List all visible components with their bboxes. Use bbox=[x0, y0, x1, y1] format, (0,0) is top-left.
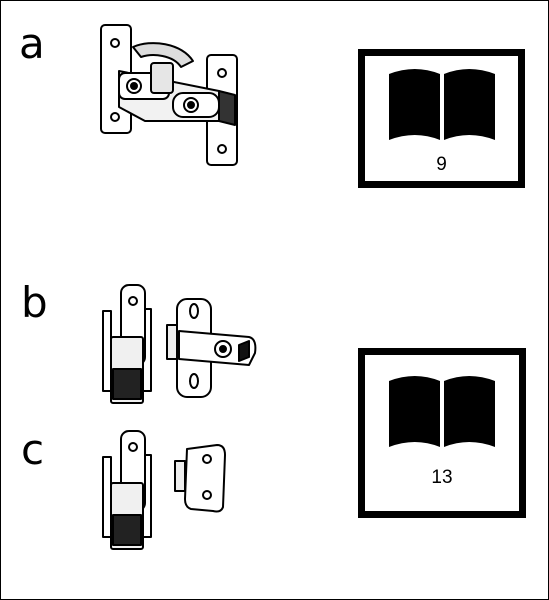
label-c: c bbox=[21, 425, 45, 474]
concealed-hinge-illustration bbox=[100, 24, 238, 166]
reference-page-number: 9 bbox=[436, 154, 447, 175]
reference-box-page-13: 13 bbox=[358, 348, 526, 518]
reference-page-number: 13 bbox=[431, 467, 453, 488]
label-b: b bbox=[21, 278, 48, 327]
open-book-icon bbox=[389, 69, 495, 140]
open-book-icon bbox=[389, 376, 495, 447]
hinge-with-mounting-plate-illustration bbox=[102, 284, 257, 404]
hinge-with-flat-plate-illustration bbox=[102, 430, 226, 550]
label-a: a bbox=[19, 19, 45, 68]
reference-box-page-9: 9 bbox=[358, 49, 525, 188]
